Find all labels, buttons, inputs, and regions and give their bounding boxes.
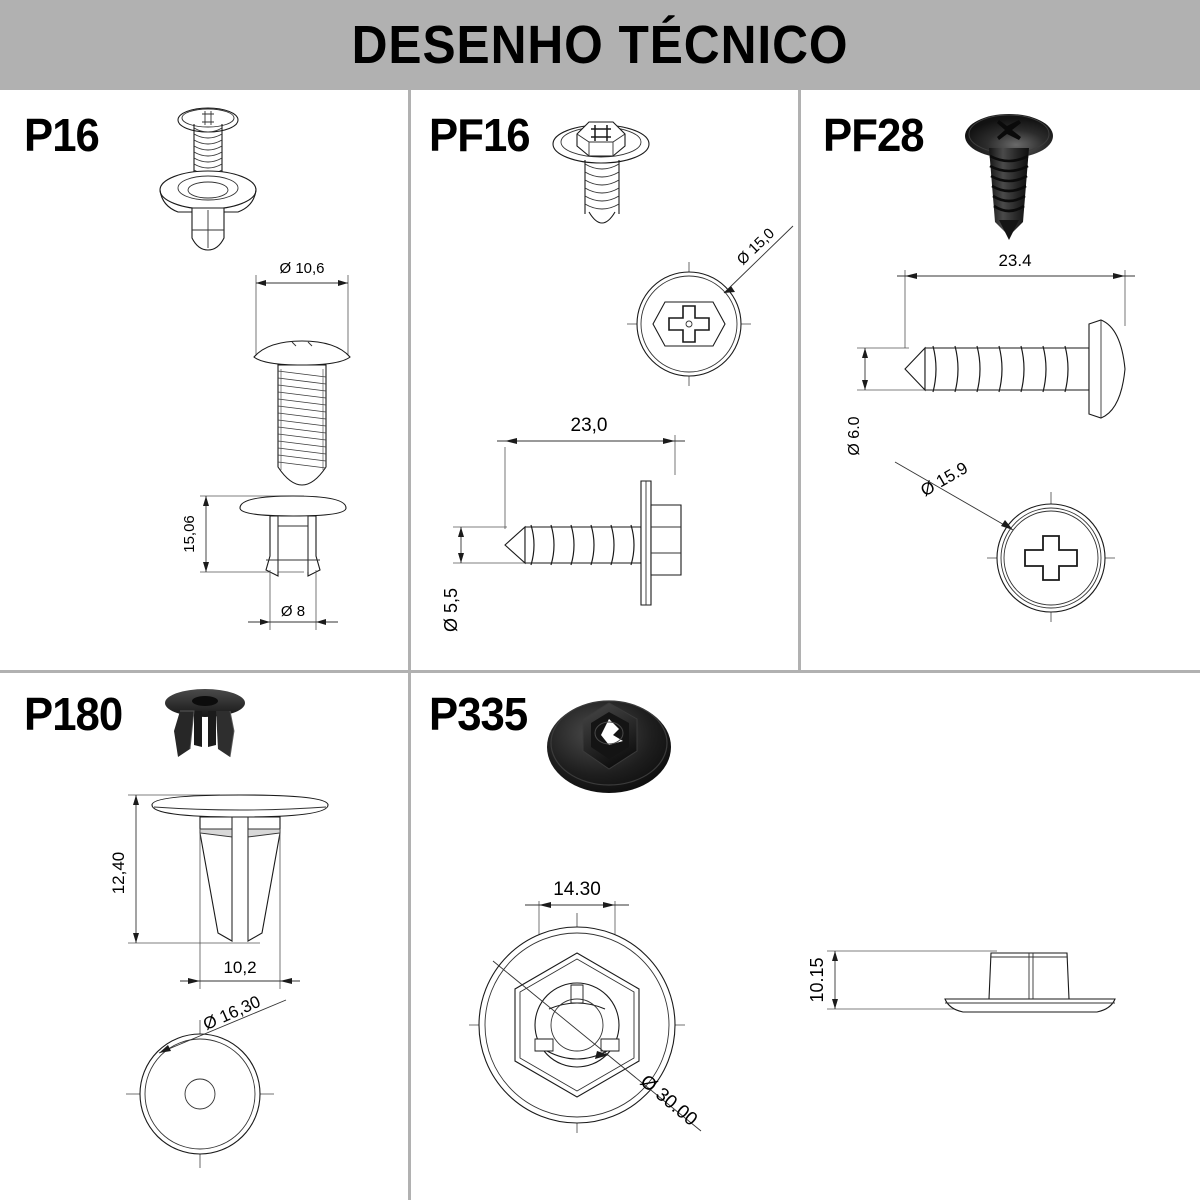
p335-dim-height-label: 10.15 bbox=[807, 957, 827, 1002]
p180-side-view: 12,40 10,2 bbox=[109, 794, 329, 989]
pf28-top-view: Ø 15.9 bbox=[894, 458, 1115, 622]
pf28-side-view: 23.4 Ø 6.0 bbox=[846, 251, 1135, 456]
pf16-top-view: Ø 15,0 bbox=[627, 225, 794, 386]
panel-code-p180: P180 bbox=[24, 688, 123, 740]
p335-top-view: 14.30 Ø 30.00 bbox=[469, 879, 702, 1133]
panel-pf16: PF16 bbox=[411, 90, 798, 670]
panel-code-p335: P335 bbox=[429, 688, 528, 740]
p335-side-view: 10.15 bbox=[807, 950, 1116, 1013]
p180-dim-height-label: 12,40 bbox=[109, 852, 128, 895]
pf28-dim-length-label: 23.4 bbox=[998, 251, 1031, 270]
p16-dim-height-label: 15,06 bbox=[181, 515, 198, 553]
panel-pf28: PF28 bbox=[801, 90, 1200, 670]
panel-code-p16: P16 bbox=[24, 109, 100, 161]
panel-code-pf28: PF28 bbox=[823, 109, 925, 161]
pf16-dim-length-label: 23,0 bbox=[571, 415, 608, 436]
pf16-side-view: 23,0 Ø 5,5 bbox=[441, 415, 685, 632]
page-title: DESENHO TÉCNICO bbox=[351, 15, 849, 75]
p180-iso-icon bbox=[165, 689, 245, 758]
p180-dim-width-label: 10,2 bbox=[223, 958, 256, 977]
p16-clip-dim-view: 15,06 Ø 8 bbox=[181, 495, 347, 630]
divider-vertical-bottom bbox=[408, 673, 411, 1200]
divider-vertical-left bbox=[408, 90, 411, 672]
pf16-dim-shank-dia-label: Ø 5,5 bbox=[441, 588, 461, 632]
panel-code-pf16: PF16 bbox=[429, 109, 531, 161]
sheet-header: DESENHO TÉCNICO bbox=[0, 0, 1200, 90]
pf28-dim-head-dia-label: Ø 15.9 bbox=[917, 458, 971, 500]
p16-screw-dim-view: Ø 10,6 bbox=[253, 260, 351, 486]
pf28-dim-shank-dia-label: Ø 6.0 bbox=[846, 416, 863, 455]
p335-iso-icon bbox=[547, 700, 671, 793]
panel-p335: P335 bbox=[411, 673, 1200, 1200]
divider-horizontal-middle bbox=[0, 670, 1200, 673]
divider-vertical-right bbox=[798, 90, 801, 672]
pf28-iso-icon bbox=[965, 114, 1053, 240]
pf16-iso-icon bbox=[552, 121, 650, 224]
p335-dim-hex-label: 14.30 bbox=[553, 879, 601, 900]
p180-bottom-view: Ø 16,30 bbox=[126, 992, 287, 1168]
p16-dim-diameter-label: Ø 10,6 bbox=[279, 260, 324, 277]
p335-dim-outer-dia-label: Ø 30.00 bbox=[636, 1071, 701, 1131]
panel-p180: P180 12,40 bbox=[0, 673, 408, 1200]
p16-dim-shank-label: Ø 8 bbox=[281, 603, 305, 620]
panel-p16: P16 bbox=[0, 90, 408, 670]
p180-dim-flange-dia-label: Ø 16,30 bbox=[200, 992, 263, 1034]
p16-iso-icon bbox=[159, 107, 257, 251]
